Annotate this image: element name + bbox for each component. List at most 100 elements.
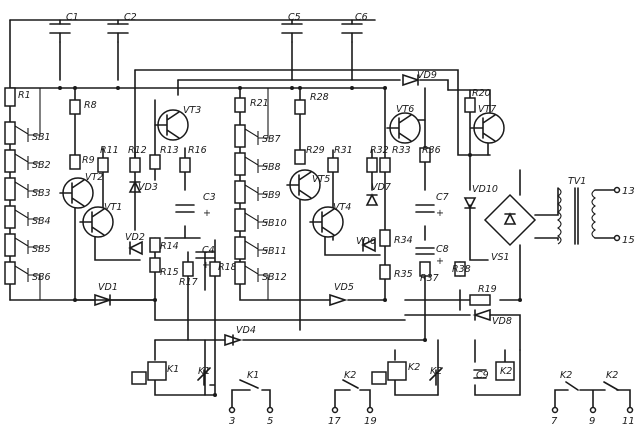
transformer-tv1: TV1 13 15 xyxy=(557,176,635,246)
svg-text:C6: C6 xyxy=(355,12,368,23)
svg-text:7: 7 xyxy=(551,416,558,427)
resistor-r18 xyxy=(209,261,221,277)
svg-text:SB3: SB3 xyxy=(32,188,51,199)
relay-k1: K1 K1 xyxy=(131,361,215,386)
svg-text:VD4: VD4 xyxy=(236,325,256,336)
resistor-r12 xyxy=(129,157,141,173)
svg-text:R35: R35 xyxy=(394,269,413,280)
svg-text:R15: R15 xyxy=(160,267,179,278)
svg-text:VT7: VT7 xyxy=(478,104,496,115)
svg-text:+: + xyxy=(203,208,211,219)
svg-text:VD5: VD5 xyxy=(334,282,354,293)
svg-text:VT1: VT1 xyxy=(104,202,122,213)
svg-text:VT4: VT4 xyxy=(333,202,351,213)
resistor-chain-2 xyxy=(4,149,16,173)
diode-vd4: VD4 xyxy=(224,325,256,347)
resistor-chain-12 xyxy=(234,261,246,285)
resistor-r9 xyxy=(69,154,81,170)
resistor-r19 xyxy=(469,294,491,306)
svg-text:SB10: SB10 xyxy=(262,218,287,229)
resistor-chain-3 xyxy=(4,177,16,201)
transistor-vt7: VT7 xyxy=(470,104,505,144)
svg-text:VD1: VD1 xyxy=(98,282,118,293)
capacitor-c8: C8 + xyxy=(415,244,449,267)
svg-text:SB6: SB6 xyxy=(32,272,51,283)
capacitor-c9: C9 xyxy=(473,369,489,381)
capacitor-c3: C3 + xyxy=(175,192,216,219)
resistor-chain-1 xyxy=(4,121,16,145)
svg-text:R12: R12 xyxy=(128,145,147,156)
svg-text:+: + xyxy=(436,256,444,267)
resistor-r17 xyxy=(182,261,194,277)
svg-text:R29: R29 xyxy=(306,145,325,156)
resistor-r29 xyxy=(294,149,306,165)
svg-text:C4: C4 xyxy=(202,245,215,256)
svg-text:R8: R8 xyxy=(84,100,97,111)
svg-text:VD7: VD7 xyxy=(371,182,391,193)
resistor-chain-7 xyxy=(234,124,246,148)
svg-text:R28: R28 xyxy=(310,92,329,103)
resistor-r16 xyxy=(179,157,191,173)
resistor-r34 xyxy=(379,229,391,247)
resistor-r21 xyxy=(234,97,246,113)
svg-text:K1: K1 xyxy=(198,366,210,377)
svg-text:3: 3 xyxy=(229,416,235,427)
svg-text:VT6: VT6 xyxy=(396,104,414,115)
svg-text:SB7: SB7 xyxy=(262,134,281,145)
svg-text:K1: K1 xyxy=(247,370,259,381)
resistor-r38 xyxy=(454,261,466,277)
svg-text:C5: C5 xyxy=(288,12,301,23)
svg-text:VD2: VD2 xyxy=(125,232,145,243)
svg-text:+: + xyxy=(436,208,444,219)
resistor-chain-9 xyxy=(234,180,246,204)
capacitor-c4: C4 + xyxy=(195,245,215,271)
svg-text:R13: R13 xyxy=(160,145,179,156)
svg-text:15: 15 xyxy=(622,235,635,246)
svg-text:19: 19 xyxy=(364,416,377,427)
svg-text:VT3: VT3 xyxy=(183,105,201,116)
svg-text:C7: C7 xyxy=(436,192,449,203)
transistor-vt6: VT6 xyxy=(386,104,421,144)
svg-text:VD10: VD10 xyxy=(472,184,498,195)
svg-text:VD8: VD8 xyxy=(492,316,512,327)
capacitor-c6: C6 xyxy=(341,12,368,34)
svg-text:SB9: SB9 xyxy=(262,190,281,201)
transistor-vt2: VT2 xyxy=(59,172,103,209)
svg-text:K1: K1 xyxy=(167,364,179,375)
svg-text:VS1: VS1 xyxy=(491,252,510,263)
resistor-r1 xyxy=(4,87,16,107)
svg-text:R14: R14 xyxy=(160,241,179,252)
transistor-vt3: VT3 xyxy=(154,105,201,141)
svg-text:R38: R38 xyxy=(452,264,471,275)
svg-text:5: 5 xyxy=(267,416,273,427)
diode-vd5: VD5 xyxy=(329,282,354,307)
resistor-r15 xyxy=(149,257,161,273)
bridge-rectifier-vs1: VS1 xyxy=(483,193,537,263)
resistor-r37 xyxy=(419,261,431,277)
svg-text:C8: C8 xyxy=(436,244,449,255)
svg-text:C2: C2 xyxy=(124,12,137,23)
capacitor-c2: C2 xyxy=(107,12,137,34)
svg-text:VD6: VD6 xyxy=(356,236,376,247)
resistor-r32 xyxy=(366,157,378,173)
transistor-vt4: VT4 xyxy=(309,202,351,238)
svg-text:C9: C9 xyxy=(476,370,489,381)
resistors: R1 R8 R9 R11 R12 R13 R16 R14 R15 R17 R18… xyxy=(4,87,497,306)
svg-text:C1: C1 xyxy=(66,12,79,23)
svg-text:R19: R19 xyxy=(478,284,497,295)
resistor-chain-5 xyxy=(4,233,16,257)
svg-text:K2: K2 xyxy=(344,370,356,381)
resistor-chain-10 xyxy=(234,208,246,232)
svg-text:SB4: SB4 xyxy=(32,216,51,227)
junctions xyxy=(58,86,522,397)
svg-text:9: 9 xyxy=(589,416,595,427)
svg-text:R9: R9 xyxy=(82,155,95,166)
svg-text:R32: R32 xyxy=(370,145,389,156)
relay-k2-contact-set: K2 K2 7 9 11 xyxy=(551,370,635,427)
svg-text:R20: R20 xyxy=(472,88,491,99)
diode-vd3: VD3 xyxy=(128,180,158,193)
svg-text:13: 13 xyxy=(622,186,635,197)
svg-text:K2: K2 xyxy=(606,370,618,381)
diode-vd1: VD1 xyxy=(94,282,118,307)
svg-text:R18: R18 xyxy=(218,262,237,273)
